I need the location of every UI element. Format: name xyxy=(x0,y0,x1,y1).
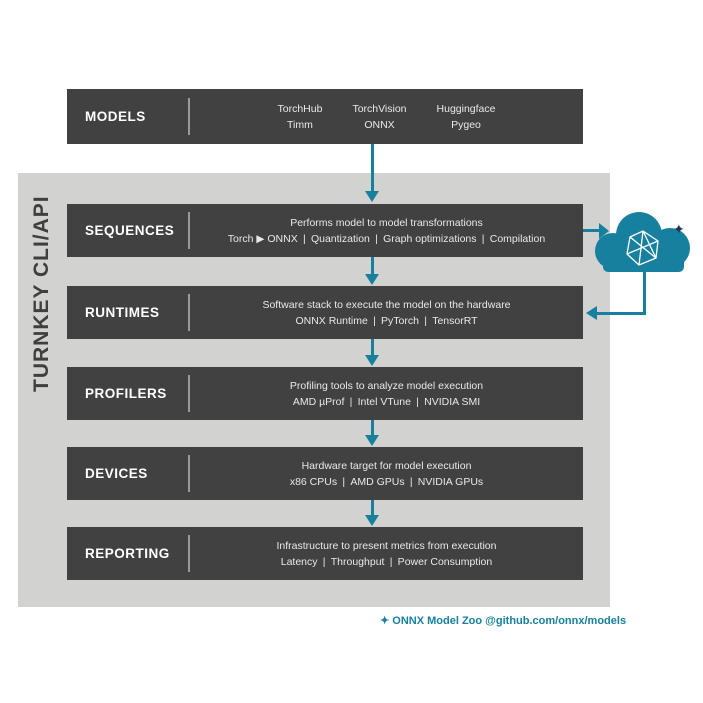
desc-line1: Performs model to model transformations xyxy=(290,216,483,229)
arrow-down-icon xyxy=(365,515,379,526)
flow-arrow-models-sequences xyxy=(371,144,374,192)
runtimes-box-desc: Software stack to execute the model on t… xyxy=(190,297,583,329)
devices-box-desc: Hardware target for model execution x86 … xyxy=(190,458,583,490)
models-item: Pygeo xyxy=(451,118,481,131)
four-pointed-star-icon: ✦ xyxy=(673,221,685,237)
profilers-box-label: PROFILERS xyxy=(85,386,167,401)
models-box: MODELS TorchHub Timm TorchVision ONNX Hu… xyxy=(67,89,583,144)
divider xyxy=(188,375,190,412)
sequences-box: SEQUENCES Performs model to model transf… xyxy=(67,204,583,257)
flow-arrow-sequences-runtimes xyxy=(371,257,374,275)
desc-line1: Software stack to execute the model on t… xyxy=(262,298,511,311)
arrow-down-icon xyxy=(365,274,379,285)
runtimes-box-label: RUNTIMES xyxy=(85,305,160,320)
flow-line-cloud-down xyxy=(643,258,646,314)
four-pointed-star-icon: ✦ xyxy=(380,615,390,627)
divider xyxy=(188,455,190,492)
divider xyxy=(188,294,190,331)
divider xyxy=(188,212,190,249)
models-column: TorchHub Timm xyxy=(277,101,322,133)
flow-arrow-devices-reporting xyxy=(371,500,374,516)
models-item: TorchHub xyxy=(277,102,323,115)
models-item: Huggingface xyxy=(436,102,496,115)
devices-box: DEVICES Hardware target for model execut… xyxy=(67,447,583,500)
models-box-label: MODELS xyxy=(85,109,146,124)
reporting-box-desc: Infrastructure to present metrics from e… xyxy=(190,538,583,570)
runtimes-box: RUNTIMES Software stack to execute the m… xyxy=(67,286,583,339)
flow-arrow-runtimes-profilers xyxy=(371,339,374,356)
arrow-down-icon xyxy=(365,435,379,446)
desc-line2: x86 CPUs | AMD GPUs | NVIDIA GPUs xyxy=(289,475,484,488)
models-column: Huggingface Pygeo xyxy=(437,101,496,133)
arrow-down-icon xyxy=(365,355,379,366)
profilers-box: PROFILERS Profiling tools to analyze mod… xyxy=(67,367,583,420)
reporting-box: REPORTING Infrastructure to present metr… xyxy=(67,527,583,580)
arrow-left-icon xyxy=(586,306,597,320)
desc-line2: Latency | Throughput | Power Consumption xyxy=(280,555,493,568)
flow-arrow-profilers-devices xyxy=(371,420,374,436)
divider xyxy=(188,97,190,136)
desc-line1: Hardware target for model execution xyxy=(301,459,472,472)
divider xyxy=(188,535,190,572)
onnx-cloud-icon xyxy=(595,212,690,272)
onnx-logo-wireframe xyxy=(626,230,659,266)
reporting-box-label: REPORTING xyxy=(85,546,170,561)
models-item: Timm xyxy=(287,118,313,131)
flow-line-cloud-left xyxy=(597,312,646,315)
turnkey-cli-api-label: TURNKEY CLI/API xyxy=(30,195,53,393)
footer-note-text: ONNX Model Zoo @github.com/onnx/models xyxy=(392,615,627,627)
footer-note: ✦ ONNX Model Zoo @github.com/onnx/models xyxy=(380,614,626,627)
sequences-box-desc: Performs model to model transformations … xyxy=(190,215,583,247)
models-columns: TorchHub Timm TorchVision ONNX Huggingfa… xyxy=(190,101,583,133)
desc-line2: ONNX Runtime | PyTorch | TensorRT xyxy=(295,314,478,327)
arrow-right-icon xyxy=(599,223,609,239)
arrow-down-icon xyxy=(365,191,379,202)
flow-arrow-sequences-cloud xyxy=(583,229,599,232)
models-item: TorchVision xyxy=(352,102,407,115)
desc-line2: Torch ▶ ONNX | Quantization | Graph opti… xyxy=(227,232,546,245)
models-column: TorchVision ONNX xyxy=(352,101,406,133)
desc-line2: AMD µProf | Intel VTune | NVIDIA SMI xyxy=(292,395,481,408)
desc-line1: Profiling tools to analyze model executi… xyxy=(289,379,484,392)
profilers-box-desc: Profiling tools to analyze model executi… xyxy=(190,378,583,410)
sequences-box-label: SEQUENCES xyxy=(85,223,175,238)
desc-line1: Infrastructure to present metrics from e… xyxy=(276,539,497,552)
models-item: ONNX xyxy=(364,118,395,131)
devices-box-label: DEVICES xyxy=(85,466,148,481)
